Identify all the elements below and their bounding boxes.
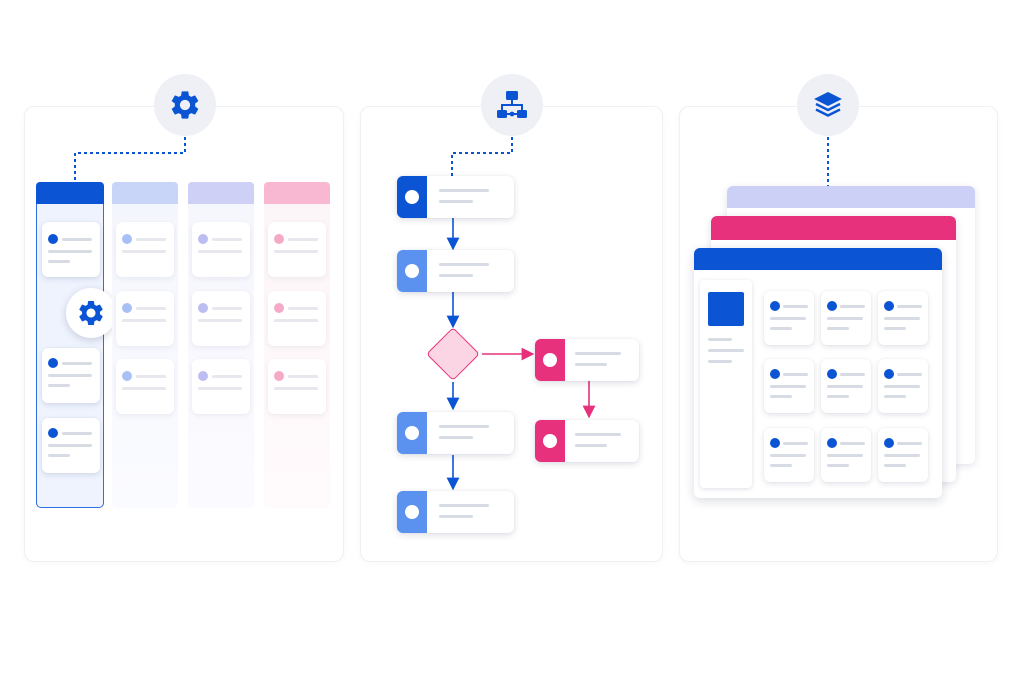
layer-grid-card[interactable] xyxy=(764,359,814,413)
workflow-icon-badge xyxy=(481,74,543,136)
layer-grid-card[interactable] xyxy=(878,359,928,413)
workflow-step[interactable] xyxy=(397,176,514,218)
workflow-step[interactable] xyxy=(397,412,514,454)
board-card[interactable] xyxy=(42,222,100,277)
workflow-branch-step[interactable] xyxy=(535,339,639,381)
hierarchy-flow-icon xyxy=(497,91,527,118)
board-column-header xyxy=(112,182,178,204)
board-column-active-header xyxy=(36,182,104,204)
layer-sidebar xyxy=(700,280,752,488)
layer-grid-card[interactable] xyxy=(878,428,928,482)
workflow-step[interactable] xyxy=(397,491,514,533)
board-column-header xyxy=(264,182,330,204)
layer-grid-card[interactable] xyxy=(764,291,814,345)
layer-grid-card[interactable] xyxy=(878,291,928,345)
layer-grid-card[interactable] xyxy=(821,428,871,482)
board-card[interactable] xyxy=(42,418,100,473)
layer-grid-card[interactable] xyxy=(821,359,871,413)
workflow-branch-step[interactable] xyxy=(535,420,639,462)
board-column-header xyxy=(188,182,254,204)
layer-grid-card[interactable] xyxy=(764,428,814,482)
board-card[interactable] xyxy=(42,348,100,403)
column-gear-badge[interactable] xyxy=(66,288,116,338)
board-icon-badge xyxy=(154,74,216,136)
workflow-step[interactable] xyxy=(397,250,514,292)
layer-grid-card[interactable] xyxy=(821,291,871,345)
gear-icon xyxy=(171,91,199,119)
gear-icon xyxy=(79,300,103,325)
layer-sidebar-thumbnail xyxy=(708,292,744,326)
layers-icon xyxy=(814,92,842,117)
layers-icon-badge xyxy=(797,74,859,136)
